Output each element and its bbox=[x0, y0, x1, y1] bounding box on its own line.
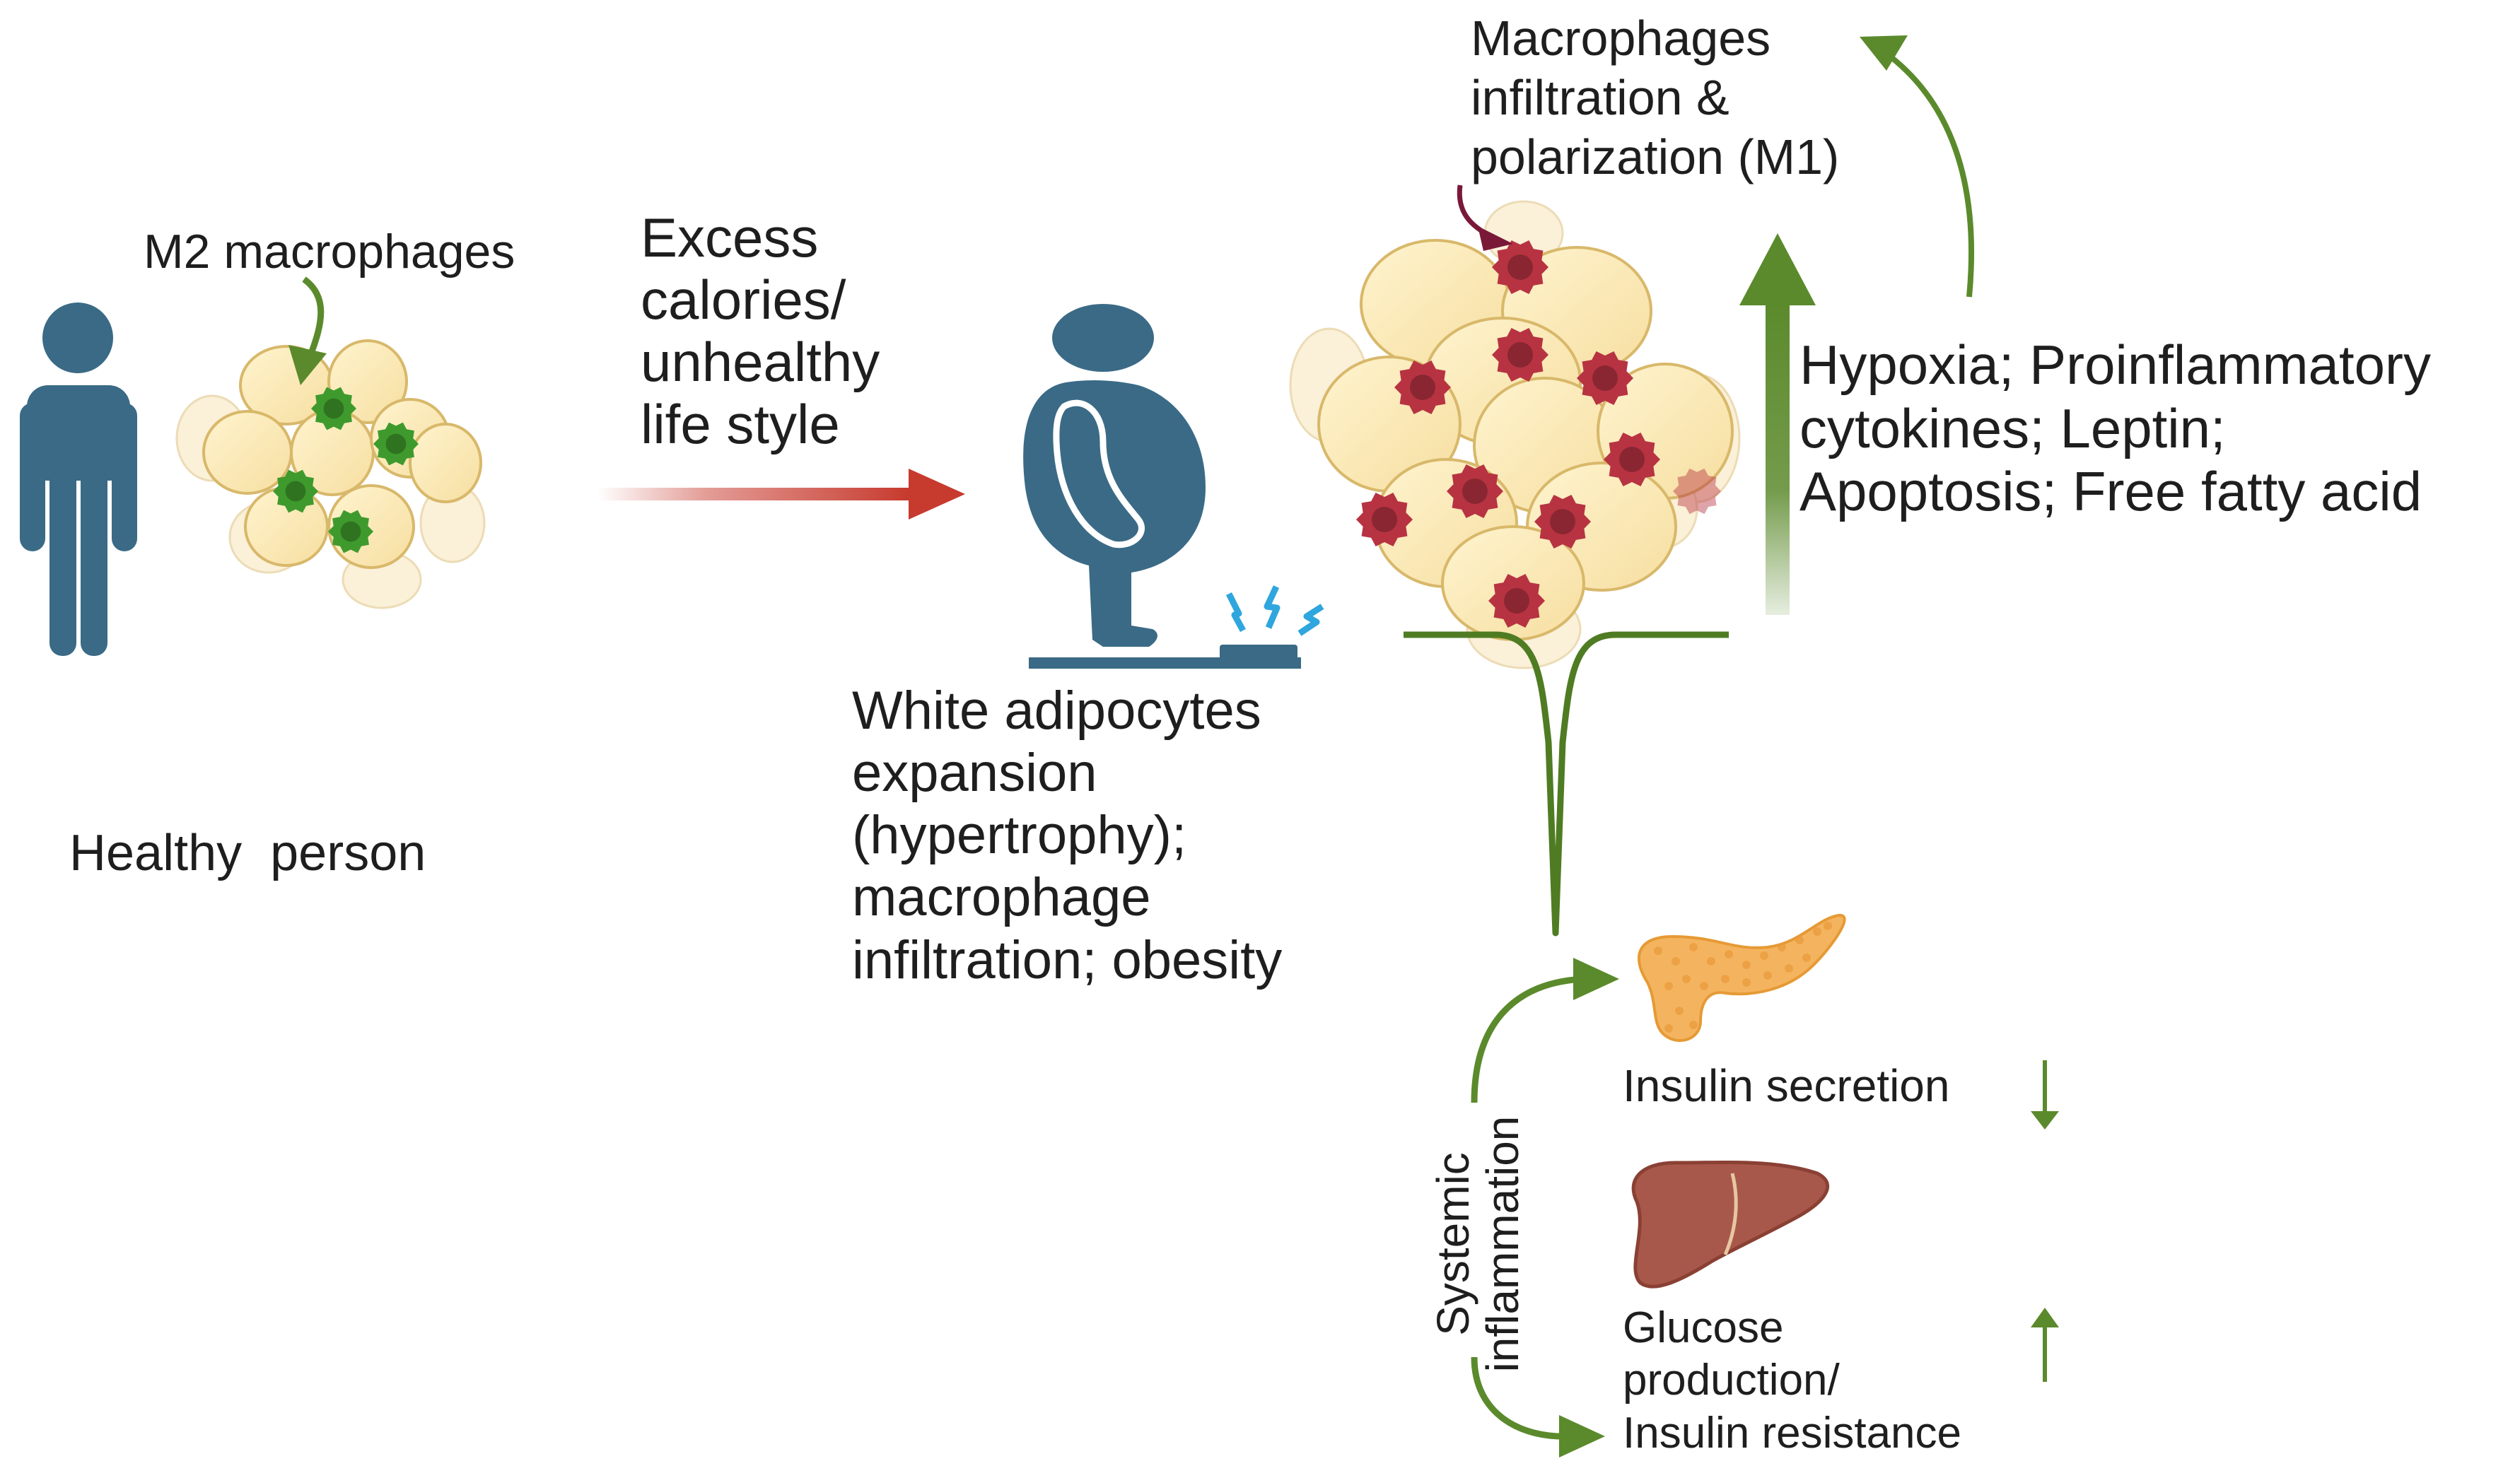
m2-macrophages-label: M2 macrophages bbox=[144, 225, 515, 278]
liver-icon bbox=[1631, 1160, 1830, 1289]
macrophage-cell bbox=[1488, 574, 1545, 628]
curved-green-arrow bbox=[1860, 35, 1975, 298]
systemic-inflammation-label: Systemic inflammation bbox=[1428, 1115, 1529, 1373]
systemic-inflammation-arrows bbox=[1471, 958, 1619, 1458]
obese-person-on-scale-icon bbox=[1023, 304, 1324, 669]
macrophage-cell bbox=[1604, 433, 1660, 486]
macrophage-cell bbox=[1534, 495, 1591, 549]
macrophage-cell bbox=[1447, 464, 1503, 518]
macrophage-cell bbox=[1394, 360, 1451, 414]
adipose-tissue-inflamed-icon bbox=[1289, 200, 1741, 669]
macrophage-cell bbox=[1577, 351, 1633, 405]
adipose-tissue-healthy-icon bbox=[175, 339, 486, 609]
white-adipocytes-label: White adipocytes expansion (hypertrophy)… bbox=[852, 681, 1283, 990]
macrophage-cell bbox=[273, 469, 318, 513]
healthy-person-label: Healthy person bbox=[69, 824, 426, 881]
insulin-secretion-label: Insulin secretion bbox=[1623, 1060, 1950, 1111]
excess-calories-label: Excess calories/ unhealthy life style bbox=[641, 206, 880, 456]
big-green-up-arrow bbox=[1739, 233, 1816, 615]
macrophage-cell bbox=[328, 510, 373, 553]
red-arrow bbox=[597, 469, 965, 520]
green-pointer-arrow-m2 bbox=[288, 276, 327, 385]
insulin-secretion-down-arrow bbox=[2031, 1060, 2059, 1130]
macrophage-cell bbox=[1492, 240, 1548, 294]
red-pointer-arrow-m1 bbox=[1457, 184, 1513, 251]
macrophages-infiltration-label: Macrophages infiltration & polarization … bbox=[1471, 11, 1840, 184]
funnel-line bbox=[1404, 631, 1729, 937]
macrophage-cell-faded bbox=[1673, 468, 1721, 515]
factors-label: Hypoxia; Proinflammatory cytokines; Lept… bbox=[1799, 334, 2431, 523]
glucose-production-label: Glucose production/ Insulin resistance bbox=[1623, 1303, 1962, 1458]
pancreas-icon bbox=[1637, 913, 1846, 1043]
person-icon bbox=[20, 303, 137, 656]
glucose-production-up-arrow bbox=[2031, 1308, 2059, 1382]
macrophage-cell bbox=[311, 387, 356, 430]
macrophage-cell bbox=[373, 422, 419, 466]
macrophage-cell bbox=[1356, 493, 1413, 546]
macrophage-cell bbox=[1492, 328, 1548, 382]
